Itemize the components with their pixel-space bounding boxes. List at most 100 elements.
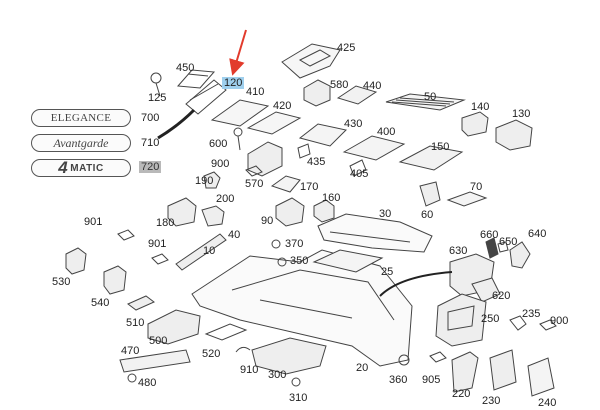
label-630[interactable]: 630 bbox=[449, 245, 468, 257]
part-235-clip[interactable] bbox=[509, 315, 527, 331]
label-580[interactable]: 580 bbox=[330, 79, 349, 91]
label-60[interactable]: 60 bbox=[421, 209, 434, 221]
label-520[interactable]: 520 bbox=[202, 348, 221, 360]
label-620[interactable]: 620 bbox=[492, 290, 511, 302]
part-450-clips[interactable] bbox=[176, 69, 216, 89]
part-540-socket[interactable] bbox=[103, 265, 127, 295]
part-530-socket[interactable] bbox=[65, 247, 87, 275]
part-300-carrier[interactable] bbox=[251, 337, 327, 375]
label-50[interactable]: 50 bbox=[424, 91, 437, 103]
label-910[interactable]: 910 bbox=[240, 364, 259, 376]
label-30[interactable]: 30 bbox=[379, 208, 392, 220]
part-440-frame[interactable] bbox=[336, 85, 378, 105]
label-470[interactable]: 470 bbox=[121, 345, 140, 357]
part-420-mat[interactable] bbox=[246, 111, 302, 135]
part-310-screw[interactable] bbox=[291, 377, 301, 387]
label-130[interactable]: 130 bbox=[512, 108, 531, 120]
part-60-holder[interactable] bbox=[419, 181, 441, 207]
part-125-screw[interactable] bbox=[150, 72, 162, 97]
part-405-clip[interactable] bbox=[349, 159, 367, 177]
part-901-plug-a[interactable] bbox=[117, 229, 135, 241]
label-370[interactable]: 370 bbox=[285, 238, 304, 250]
part-580-box[interactable] bbox=[303, 79, 331, 107]
part-160-switch[interactable] bbox=[313, 199, 335, 223]
part-120-bracket[interactable] bbox=[185, 79, 227, 115]
label-600[interactable]: 600 bbox=[209, 138, 228, 150]
part-900-plug-a[interactable] bbox=[245, 165, 263, 177]
label-540[interactable]: 540 bbox=[91, 297, 110, 309]
part-400-trim[interactable] bbox=[342, 135, 406, 161]
part-435-clip[interactable] bbox=[297, 143, 311, 159]
label-125[interactable]: 125 bbox=[148, 92, 167, 104]
label-710[interactable]: 710 bbox=[141, 137, 160, 149]
part-230-trim[interactable] bbox=[489, 349, 517, 391]
part-650-knob[interactable] bbox=[497, 241, 509, 253]
part-570-tray[interactable] bbox=[247, 141, 283, 177]
label-40[interactable]: 40 bbox=[228, 229, 241, 241]
label-90[interactable]: 90 bbox=[261, 215, 274, 227]
label-480[interactable]: 480 bbox=[138, 377, 157, 389]
emblem-avantgarde[interactable]: Avantgarde bbox=[31, 134, 131, 152]
part-360-clip[interactable] bbox=[398, 354, 410, 366]
part-240-trim[interactable] bbox=[527, 357, 555, 397]
label-510[interactable]: 510 bbox=[126, 317, 145, 329]
label-350[interactable]: 350 bbox=[290, 255, 309, 267]
label-500[interactable]: 500 bbox=[149, 335, 168, 347]
label-360[interactable]: 360 bbox=[389, 374, 408, 386]
label-425[interactable]: 425 bbox=[337, 42, 356, 54]
part-150-cover[interactable] bbox=[398, 145, 464, 171]
label-570[interactable]: 570 bbox=[245, 178, 264, 190]
part-50-roller-cover[interactable] bbox=[385, 93, 466, 111]
part-480-clip[interactable] bbox=[127, 373, 137, 383]
part-130-holder[interactable] bbox=[495, 119, 533, 151]
label-900-right[interactable]: 900 bbox=[550, 315, 569, 327]
part-70-pad[interactable] bbox=[446, 191, 488, 207]
part-250-rear-vent[interactable] bbox=[435, 293, 487, 347]
label-900-top[interactable]: 900 bbox=[211, 158, 230, 170]
part-510-switch[interactable] bbox=[127, 295, 155, 311]
part-170-cover[interactable] bbox=[270, 175, 301, 193]
label-410[interactable]: 410 bbox=[246, 86, 265, 98]
part-910-wire[interactable] bbox=[235, 346, 251, 353]
label-230[interactable]: 230 bbox=[482, 395, 501, 407]
label-650[interactable]: 650 bbox=[499, 236, 518, 248]
label-140[interactable]: 140 bbox=[471, 101, 490, 113]
part-180-bracket[interactable] bbox=[167, 197, 197, 227]
label-160[interactable]: 160 bbox=[322, 192, 341, 204]
label-905[interactable]: 905 bbox=[422, 374, 441, 386]
part-190-socket[interactable] bbox=[203, 171, 221, 189]
part-600-screw[interactable] bbox=[233, 127, 243, 151]
part-10-console-body[interactable] bbox=[191, 249, 413, 367]
part-425-cover[interactable] bbox=[281, 43, 341, 79]
part-30-upper-console[interactable] bbox=[317, 213, 433, 253]
label-901-mid[interactable]: 901 bbox=[148, 238, 167, 250]
label-190[interactable]: 190 bbox=[195, 175, 214, 187]
part-470-strip[interactable] bbox=[119, 349, 191, 373]
part-500-tray[interactable] bbox=[147, 309, 201, 345]
part-620-panel[interactable] bbox=[471, 277, 501, 303]
label-70[interactable]: 70 bbox=[470, 181, 483, 193]
label-300[interactable]: 300 bbox=[268, 369, 287, 381]
label-120-highlighted[interactable]: 120 bbox=[222, 77, 245, 89]
part-520-frame[interactable] bbox=[204, 323, 248, 341]
label-180[interactable]: 180 bbox=[156, 217, 175, 229]
label-405[interactable]: 405 bbox=[350, 168, 369, 180]
label-170[interactable]: 170 bbox=[300, 181, 319, 193]
label-720-selected[interactable]: 720 bbox=[139, 161, 162, 173]
label-430[interactable]: 430 bbox=[344, 118, 363, 130]
emblem-elegance[interactable]: ELEGANCE bbox=[31, 109, 131, 127]
part-350-screw[interactable] bbox=[277, 257, 287, 267]
label-10[interactable]: 10 bbox=[203, 245, 216, 257]
label-700[interactable]: 700 bbox=[141, 112, 160, 124]
label-25[interactable]: 25 bbox=[381, 266, 394, 278]
part-430-trim[interactable] bbox=[298, 123, 348, 147]
part-140-ashtray[interactable] bbox=[461, 111, 489, 137]
label-235[interactable]: 235 bbox=[522, 308, 541, 320]
label-250[interactable]: 250 bbox=[481, 313, 500, 325]
label-150[interactable]: 150 bbox=[431, 141, 450, 153]
label-440[interactable]: 440 bbox=[363, 80, 382, 92]
emblem-4matic[interactable]: 4 MATIC bbox=[31, 159, 131, 177]
part-370-screw[interactable] bbox=[271, 239, 281, 249]
part-640-cover[interactable] bbox=[509, 241, 531, 269]
label-901-left[interactable]: 901 bbox=[84, 216, 103, 228]
